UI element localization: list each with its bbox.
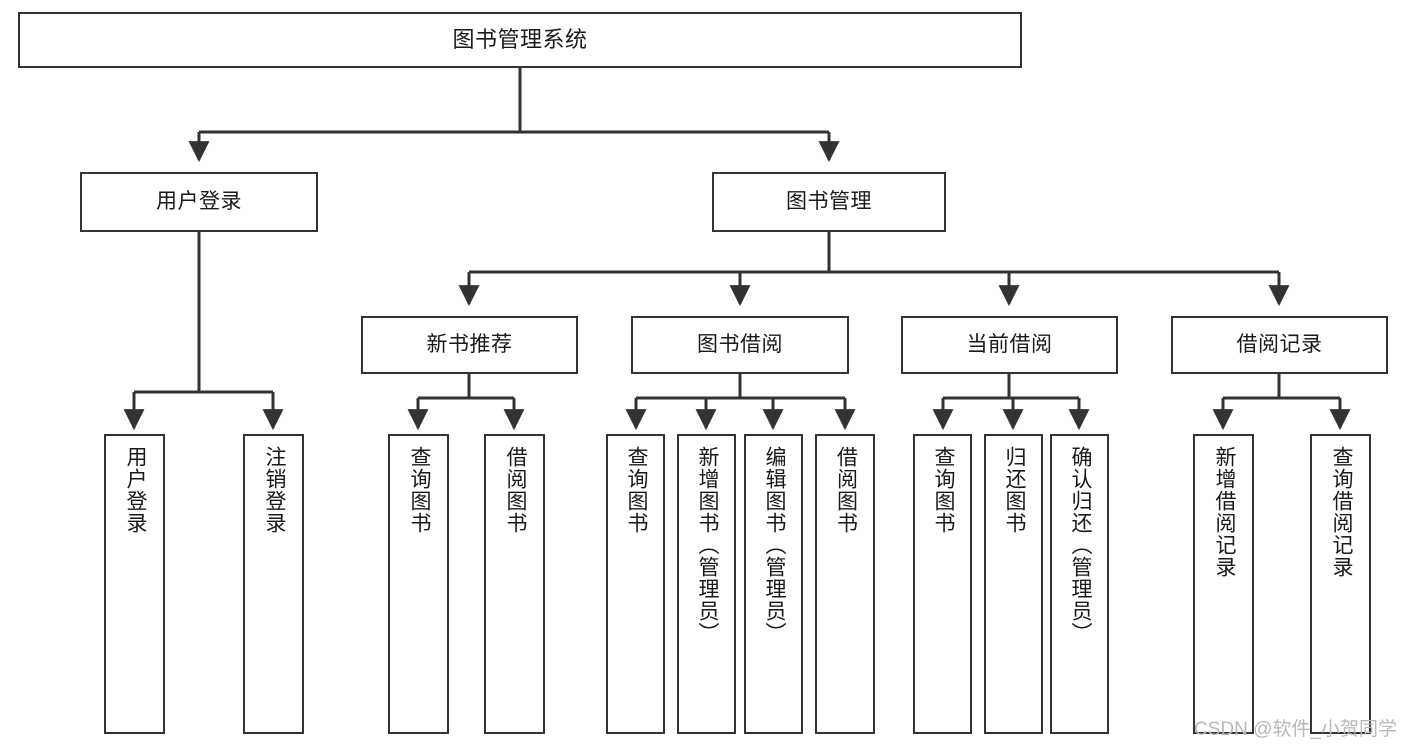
node-label: 图书管理系统	[452, 26, 588, 52]
node-label: 编辑图书（管理员）	[762, 446, 786, 644]
node-label: 借阅记录	[1236, 333, 1323, 357]
node-book-management[interactable]: 图书管理	[712, 172, 946, 232]
node-label: 归还图书	[1002, 446, 1026, 534]
node-label: 查询借阅记录	[1329, 446, 1353, 578]
leaf-record-query-record[interactable]: 查询借阅记录	[1310, 434, 1371, 734]
node-label: 图书借阅	[697, 333, 783, 357]
node-label: 用户登录	[123, 446, 147, 534]
leaf-recommend-query-book[interactable]: 查询图书	[388, 434, 449, 734]
node-label: 新增借阅记录	[1212, 446, 1236, 578]
leaf-record-add-record[interactable]: 新增借阅记录	[1193, 434, 1254, 734]
leaf-borrow-edit-book-admin[interactable]: 编辑图书（管理员）	[744, 434, 803, 734]
node-label: 借阅图书	[503, 446, 527, 534]
leaf-user-login[interactable]: 用户登录	[104, 434, 165, 734]
leaf-user-logout[interactable]: 注销登录	[243, 434, 304, 734]
node-label: 新书推荐	[426, 333, 513, 357]
node-label: 查询图书	[407, 446, 431, 534]
node-label: 借阅图书	[834, 446, 858, 534]
node-borrow-record[interactable]: 借阅记录	[1171, 316, 1388, 374]
node-book-borrow[interactable]: 图书借阅	[631, 316, 849, 374]
leaf-current-return-book[interactable]: 归还图书	[984, 434, 1043, 734]
node-label: 当前借阅	[966, 333, 1053, 357]
node-root-system[interactable]: 图书管理系统	[18, 12, 1022, 68]
leaf-current-confirm-return-admin[interactable]: 确认归还（管理员）	[1050, 434, 1109, 734]
leaf-borrow-borrow-book[interactable]: 借阅图书	[815, 434, 875, 734]
leaf-borrow-query-book[interactable]: 查询图书	[606, 434, 665, 734]
node-label: 用户登录	[156, 190, 242, 214]
leaf-recommend-borrow-book[interactable]: 借阅图书	[484, 434, 545, 734]
node-label: 查询图书	[624, 446, 648, 534]
watermark: CSDN @软件_小贺同学	[1194, 719, 1397, 740]
node-user-login[interactable]: 用户登录	[80, 172, 318, 232]
leaf-borrow-add-book-admin[interactable]: 新增图书（管理员）	[677, 434, 736, 734]
leaf-current-query-book[interactable]: 查询图书	[913, 434, 972, 734]
node-label: 图书管理	[786, 190, 872, 214]
node-label: 注销登录	[262, 446, 286, 534]
node-new-book-recommend[interactable]: 新书推荐	[361, 316, 578, 374]
node-label: 新增图书（管理员）	[695, 446, 719, 644]
node-current-borrow[interactable]: 当前借阅	[901, 316, 1118, 374]
node-label: 查询图书	[931, 446, 955, 534]
node-label: 确认归还（管理员）	[1068, 446, 1092, 644]
